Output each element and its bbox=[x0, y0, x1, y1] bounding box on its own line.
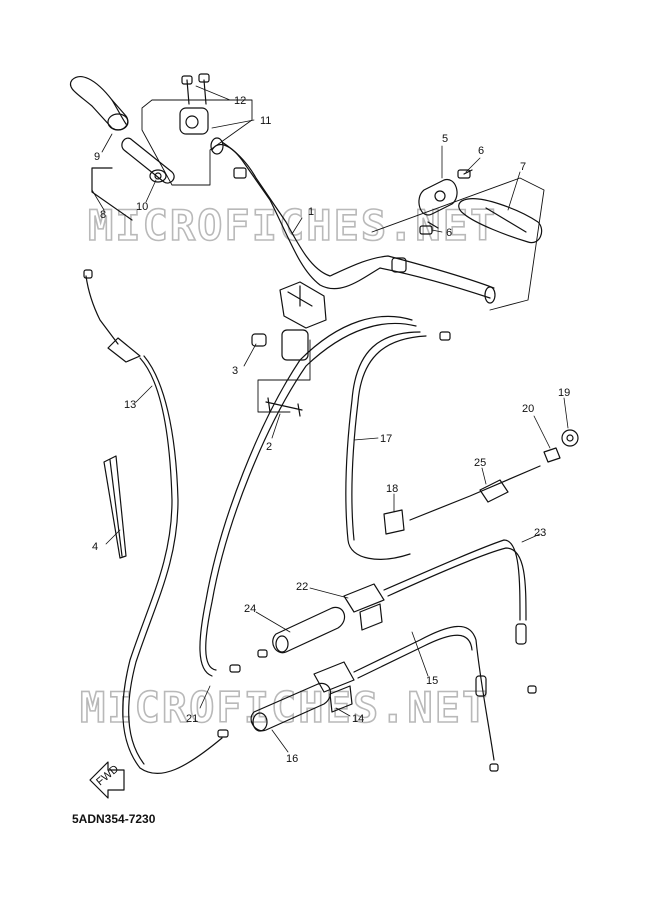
callout-16: 16 bbox=[286, 753, 298, 765]
fwd-label: FWD bbox=[94, 763, 121, 788]
fwd-arrow bbox=[89, 761, 125, 799]
left-grip bbox=[69, 76, 175, 184]
callout-23: 23 bbox=[534, 527, 546, 539]
callout-25: 25 bbox=[474, 457, 486, 469]
throttle-cable bbox=[83, 269, 229, 775]
callout-6b: 6 bbox=[446, 227, 452, 239]
callout-9: 9 bbox=[94, 151, 100, 163]
drawing-code: 5ADN354-7230 bbox=[72, 812, 156, 826]
callout-15: 15 bbox=[426, 675, 438, 687]
callout-2: 2 bbox=[266, 441, 272, 453]
group-outline-left bbox=[91, 167, 133, 221]
callout-7: 7 bbox=[520, 161, 526, 173]
switch-clamp bbox=[179, 73, 210, 135]
cable-15 bbox=[353, 625, 499, 772]
callout-8: 8 bbox=[100, 209, 106, 221]
callout-1: 1 bbox=[308, 206, 314, 218]
callout-11: 11 bbox=[260, 115, 271, 127]
cable-25 bbox=[409, 465, 541, 521]
callout-6a: 6 bbox=[478, 145, 484, 157]
watermark-bottom: MICROFICHES.NET bbox=[80, 683, 489, 732]
callout-18: 18 bbox=[386, 483, 398, 495]
lever-assembly-upper bbox=[272, 583, 385, 654]
callout-22: 22 bbox=[296, 581, 308, 593]
cable-tie bbox=[103, 455, 127, 559]
brake-cable-21 bbox=[199, 315, 417, 677]
callout-13: 13 bbox=[124, 399, 136, 411]
callout-4: 4 bbox=[92, 541, 98, 553]
nuts-19-20 bbox=[543, 429, 579, 463]
callout-19: 19 bbox=[558, 387, 570, 399]
callout-numbers: 1 2 3 4 5 6 6 7 8 9 10 11 12 13 14 15 16… bbox=[92, 95, 570, 765]
callout-5: 5 bbox=[442, 133, 448, 145]
handlebar bbox=[210, 137, 496, 329]
cable-23 bbox=[383, 539, 537, 694]
leader-lines bbox=[91, 85, 569, 753]
callout-10: 10 bbox=[136, 201, 148, 213]
lower-clamp bbox=[251, 329, 311, 417]
cable-17 bbox=[345, 331, 451, 560]
callout-3: 3 bbox=[232, 365, 238, 377]
callout-17: 17 bbox=[380, 433, 392, 445]
group-outline-top bbox=[141, 99, 253, 186]
callout-21: 21 bbox=[186, 713, 198, 725]
callout-20: 20 bbox=[522, 403, 534, 415]
lever-assembly-lower bbox=[250, 661, 355, 732]
callout-14: 14 bbox=[352, 713, 364, 725]
callout-24: 24 bbox=[244, 603, 256, 615]
callout-12: 12 bbox=[234, 95, 246, 107]
group-outline-right bbox=[371, 177, 545, 311]
